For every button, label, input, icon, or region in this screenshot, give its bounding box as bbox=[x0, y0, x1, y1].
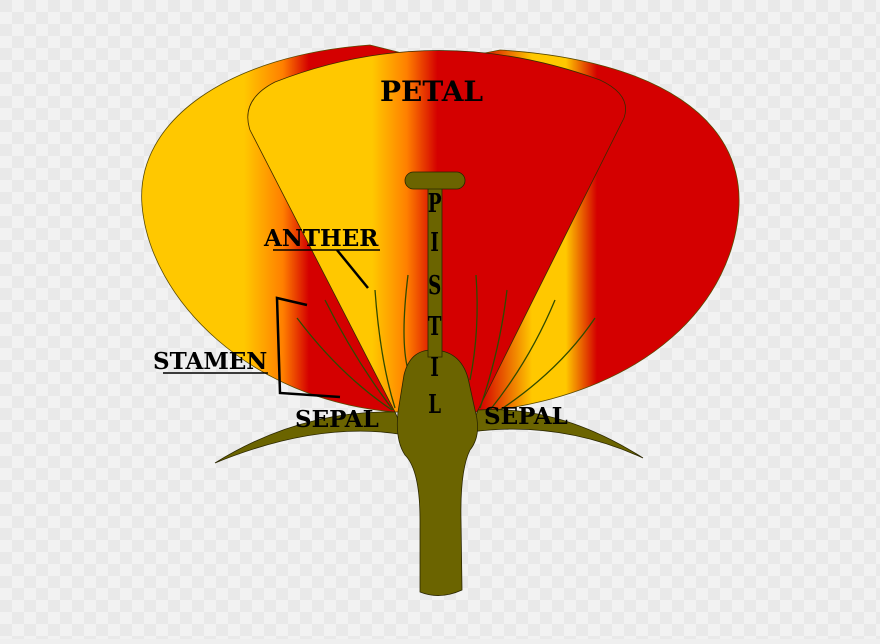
pistil-and-stem bbox=[214, 171, 644, 596]
pistil-letter: L bbox=[428, 390, 441, 420]
pistil-letter: P bbox=[428, 189, 442, 219]
pistil-letter: I bbox=[430, 228, 439, 258]
pointer-lines bbox=[163, 249, 380, 399]
label-sepal-right: SEPAL bbox=[484, 403, 568, 430]
stigma bbox=[404, 171, 466, 190]
stamen-bracket bbox=[275, 296, 341, 399]
pistil-letter: T bbox=[428, 312, 442, 342]
anther-pointer bbox=[336, 249, 369, 289]
label-anther: ANTHER bbox=[263, 225, 379, 252]
stem-ovary bbox=[396, 349, 478, 596]
label-sepal-left: SEPAL bbox=[295, 406, 379, 433]
label-pistil: P I S T I L bbox=[428, 189, 442, 420]
pistil-letter: I bbox=[430, 353, 439, 383]
pistil-letter: S bbox=[428, 271, 441, 301]
label-petal: PETAL bbox=[380, 75, 483, 108]
stamen-filaments bbox=[296, 274, 596, 411]
label-stamen: STAMEN bbox=[153, 348, 267, 375]
